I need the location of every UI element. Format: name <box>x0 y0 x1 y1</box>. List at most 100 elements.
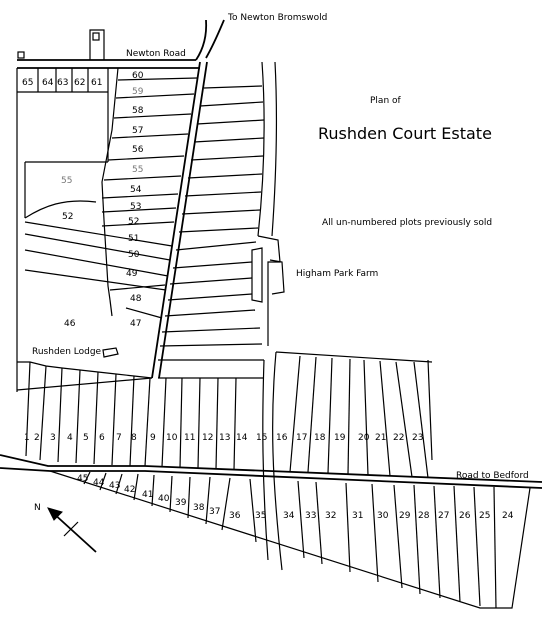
plot-number-55b: 55 <box>132 165 143 175</box>
to-newton-label: To Newton Bromswold <box>227 13 327 23</box>
plot-line <box>151 474 155 507</box>
labels: To Newton Bromswold Newton Road Plan of … <box>32 13 529 481</box>
central-road-west-edge <box>151 61 201 379</box>
plot-line <box>144 377 151 467</box>
central-strips <box>24 67 198 319</box>
plot-line <box>473 486 481 607</box>
buildings <box>17 29 119 358</box>
plot-number-11: 11 <box>184 433 195 443</box>
building-small <box>17 51 25 59</box>
plot-line <box>249 478 257 543</box>
plot-line <box>75 369 81 464</box>
strip-line <box>190 155 264 161</box>
south-boundary <box>49 470 531 609</box>
plot-line <box>99 472 107 491</box>
plot-number-52a: 52 <box>128 217 139 227</box>
plot-number-39: 39 <box>175 498 187 508</box>
strip-line <box>199 101 264 107</box>
north-arrow-shaft <box>51 511 97 553</box>
road-to-bedford-label: Road to Bedford <box>456 471 529 481</box>
plot-number-12: 12 <box>202 433 213 443</box>
plot-number-50: 50 <box>128 250 140 260</box>
plot-line <box>413 484 421 595</box>
building-tower <box>89 29 105 60</box>
strip-line <box>187 173 263 179</box>
plot-number-35: 35 <box>255 511 266 521</box>
plot-line <box>297 480 305 559</box>
plot-number-5: 5 <box>83 433 89 443</box>
plot-line <box>221 477 231 531</box>
strip-line <box>101 221 175 227</box>
strip-line <box>101 207 177 213</box>
strip-line <box>107 155 185 161</box>
plot-number-38: 38 <box>193 503 205 513</box>
plot-number-31: 31 <box>352 511 363 521</box>
north-arrow-crossbar <box>63 521 79 537</box>
plot-number-29: 29 <box>399 511 411 521</box>
plot-number-30: 30 <box>377 511 389 521</box>
plot-number-44: 44 <box>93 478 105 488</box>
strip-line <box>203 85 263 89</box>
strip-line <box>117 77 198 81</box>
south-row-strips <box>17 355 429 479</box>
plot-line <box>83 471 91 485</box>
farm-lane <box>272 351 283 571</box>
plot-number-52b: 52 <box>62 212 73 222</box>
plot-line <box>111 373 117 466</box>
plot-line <box>315 481 323 565</box>
roads <box>0 19 542 489</box>
plot-number-61: 61 <box>91 78 102 88</box>
plot-number-28: 28 <box>418 511 430 521</box>
plot-line <box>433 485 441 599</box>
plot-line <box>453 485 461 603</box>
plot-line <box>413 361 429 479</box>
strip-line <box>103 175 182 181</box>
plot-number-16: 16 <box>276 433 288 443</box>
bedford-road-north-edge <box>0 454 542 483</box>
plot-line <box>493 486 497 609</box>
row-line <box>17 361 153 379</box>
plot-number-63: 63 <box>57 78 68 88</box>
strip-line <box>115 93 195 99</box>
north-west-block <box>16 68 153 392</box>
plot-number-23: 23 <box>412 433 423 443</box>
strip-line <box>109 284 166 291</box>
strip-line <box>113 113 192 119</box>
plot-line <box>169 475 173 513</box>
plot-line <box>395 361 413 478</box>
plot-line <box>115 473 123 495</box>
plot-line <box>57 367 63 463</box>
farm-lane <box>262 359 269 561</box>
strip-line <box>164 309 256 317</box>
plot-number-9: 9 <box>150 433 156 443</box>
plot-line <box>307 356 317 473</box>
unnumbered-note: All un-numbered plots previously sold <box>322 218 492 228</box>
plot-number-51: 51 <box>128 234 139 244</box>
farm-boundary <box>275 351 433 363</box>
plot-line <box>161 377 167 468</box>
plot-number-54: 54 <box>130 185 142 195</box>
plot-line <box>393 484 403 589</box>
plot-line <box>197 377 201 469</box>
plot-number-45: 45 <box>77 474 88 484</box>
plot-number-19: 19 <box>334 433 346 443</box>
strip-line <box>111 133 189 139</box>
plot-line <box>16 377 153 391</box>
strip-line <box>196 119 265 125</box>
plot-number-53: 53 <box>130 202 141 212</box>
plot-line <box>133 473 139 501</box>
plan-of-label: Plan of <box>370 96 402 106</box>
higham-park-farm-label: Higham Park Farm <box>296 269 378 279</box>
plot-number-25: 25 <box>479 511 490 521</box>
plot-line <box>233 377 237 471</box>
strip-line <box>101 193 179 199</box>
plot-number-22: 22 <box>393 433 404 443</box>
plot-line <box>39 365 47 461</box>
plot-line <box>25 361 31 457</box>
plot-number-36: 36 <box>229 511 241 521</box>
north-road-west-edge <box>195 19 208 61</box>
strip-line <box>193 137 265 143</box>
